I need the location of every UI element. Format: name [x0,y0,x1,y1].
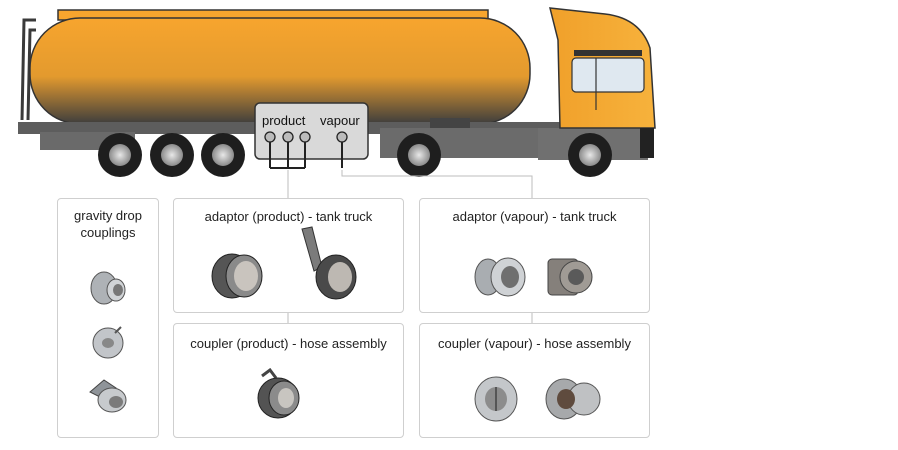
tank-truck-illustration: product vapour [18,7,656,177]
panel-title: coupler (product) - hose assembly [190,336,387,351]
panel-coupler-vapour-hose-assembly: coupler (vapour) - hose assembly [419,323,650,438]
vapour-coupler-2-icon [545,378,601,420]
panel-adaptor-vapour-tank-truck: adaptor (vapour) - tank truck [419,198,650,313]
vapour-adaptor-2-icon [547,258,593,296]
product-adaptor-lever-icon [301,226,357,300]
panel-coupler-product-hose-assembly: coupler (product) - hose assembly [173,323,404,438]
gravity-coupling-2-icon [92,326,124,359]
panel-title: adaptor (product) - tank truck [204,209,373,224]
manifold-cabinet [254,102,369,160]
gravity-coupling-3-icon [89,379,127,413]
panel-title: coupler (vapour) - hose assembly [438,336,631,351]
wheels [98,133,612,177]
gravity-coupling-1-icon [90,271,126,305]
panel-gravity-drop-couplings: gravity drop couplings [57,198,159,438]
tank-ladder [20,18,36,121]
manifold-label-vapour: vapour [320,113,360,128]
vapour-coupler-1-icon [474,376,518,422]
panel-title: adaptor (vapour) - tank truck [452,209,617,224]
vapour-adaptor-1-icon [474,257,526,297]
product-coupler-icon [257,368,300,419]
product-adaptor-icon [211,253,263,299]
product-outlets [264,131,348,143]
manifold-label-product: product [262,113,306,128]
panel-adaptor-product-tank-truck: adaptor (product) - tank truck [173,198,404,313]
panel-title: gravity drop couplings [74,208,142,240]
